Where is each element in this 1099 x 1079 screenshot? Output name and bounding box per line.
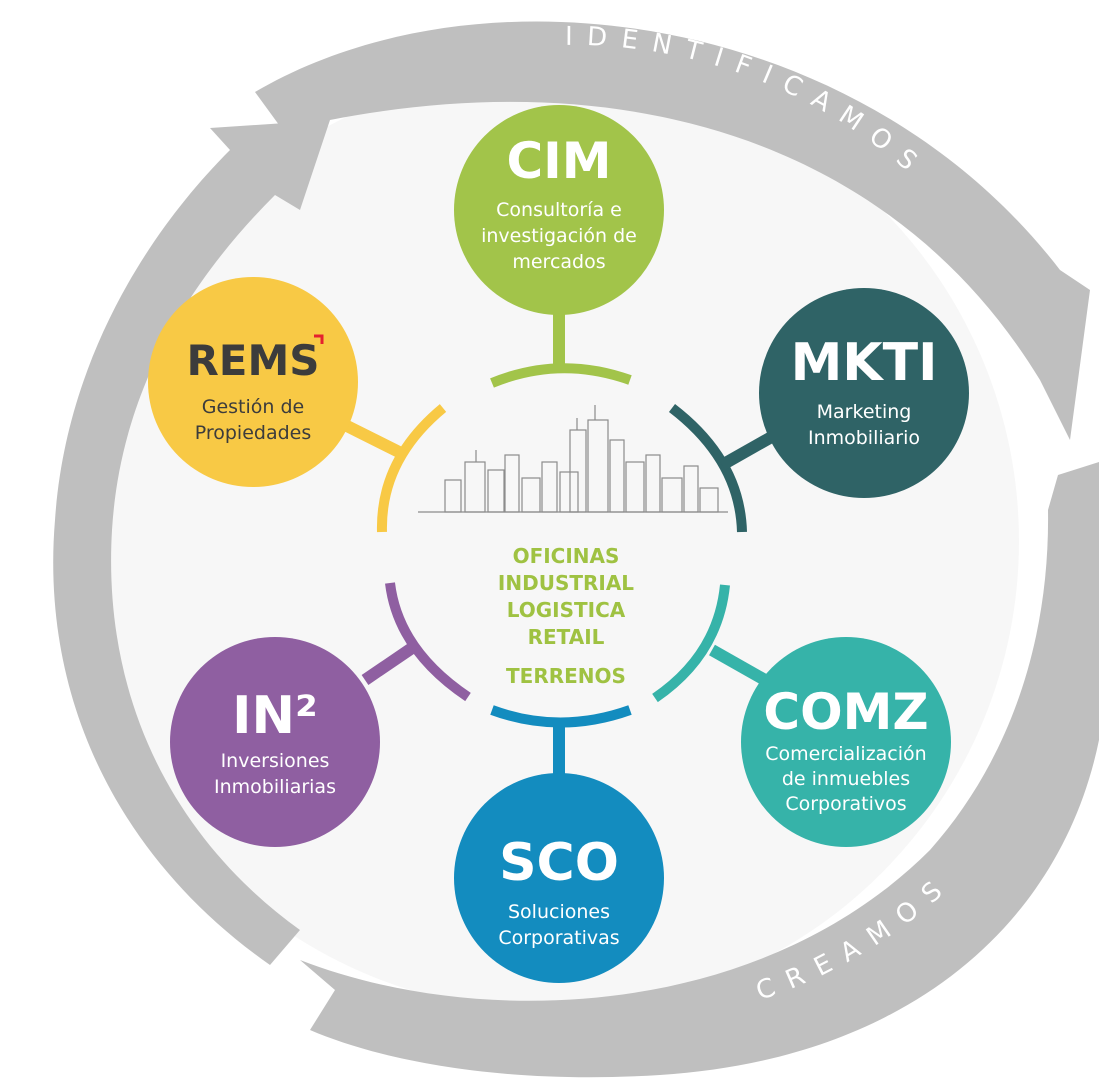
sector-retail: RETAIL: [528, 625, 605, 649]
hub-arc-rems: [376, 404, 447, 533]
city-skyline-icon: [418, 405, 728, 513]
ring-arrow-creamos: [300, 462, 1099, 1078]
unit-comz[interactable]: COMZ Comercialización de inmuebles Corpo…: [741, 637, 951, 847]
unit-mkti[interactable]: MKTI Marketing Inmobiliario: [759, 288, 969, 498]
ring-arrow-gestionamos: [53, 120, 330, 965]
unit-in2-line-2: Inmobiliarias: [214, 776, 336, 798]
connector-rems: [342, 419, 408, 461]
unit-sco-circle: [454, 773, 664, 983]
unit-rems-circle: [148, 277, 358, 487]
unit-comz-line-2: de inmuebles: [782, 768, 910, 790]
unit-cim-circle: [454, 105, 664, 315]
unit-rems-line-2: Propiedades: [195, 422, 312, 444]
sector-terrenos: TERRENOS: [506, 664, 626, 688]
unit-in2-title: IN²: [232, 686, 318, 746]
ring-arrow-identificamos: [255, 21, 1090, 440]
unit-comz-line-3: Corporativos: [785, 793, 906, 815]
unit-comz-title: COMZ: [763, 683, 928, 741]
unit-in2-line-1: Inversiones: [221, 750, 330, 772]
unit-comz-circle: [741, 637, 951, 847]
unit-mkti-line-2: Inmobiliario: [808, 427, 920, 449]
unit-cim-line-3: mercados: [512, 251, 605, 273]
unit-in2-circle: [170, 637, 380, 847]
unit-sco-title: SCO: [499, 833, 619, 893]
rems-corner-mark-icon: [314, 334, 324, 344]
unit-cim-title: CIM: [506, 132, 611, 190]
unit-cim-line-2: investigación de: [481, 225, 637, 247]
unit-cim[interactable]: CIM Consultoría e investigación de merca…: [454, 105, 664, 315]
connector-mkti: [719, 429, 778, 471]
unit-mkti-line-1: Marketing: [817, 401, 912, 423]
unit-rems[interactable]: REMS Gestión de Propiedades: [148, 277, 358, 487]
sector-oficinas: OFICINAS: [513, 544, 620, 568]
unit-mkti-title: MKTI: [791, 333, 938, 393]
unit-mkti-circle: [759, 288, 969, 498]
unit-sco[interactable]: SCO Soluciones Corporativas: [454, 773, 664, 983]
unit-cim-line-1: Consultoría e: [496, 199, 622, 221]
hub-arc-in2: [385, 582, 471, 702]
hub-arcs: [342, 310, 778, 800]
unit-rems-line-1: Gestión de: [202, 396, 305, 418]
unit-comz-line-1: Comercialización: [765, 743, 926, 765]
unit-sco-line-1: Soluciones: [508, 901, 610, 923]
connector-in2: [361, 643, 416, 685]
sector-logistica: LOGISTICA: [507, 598, 626, 622]
sector-list: OFICINAS INDUSTRIAL LOGISTICA RETAIL TER…: [498, 544, 634, 688]
unit-sco-line-2: Corporativas: [498, 927, 619, 949]
unit-in2[interactable]: IN² Inversiones Inmobiliarias: [170, 637, 380, 847]
unit-rems-title: REMS: [186, 336, 319, 385]
outer-ring: [53, 21, 1099, 1078]
hub-arc-comz: [652, 584, 730, 703]
connector-comz: [709, 644, 768, 686]
sector-industrial: INDUSTRIAL: [498, 571, 634, 595]
